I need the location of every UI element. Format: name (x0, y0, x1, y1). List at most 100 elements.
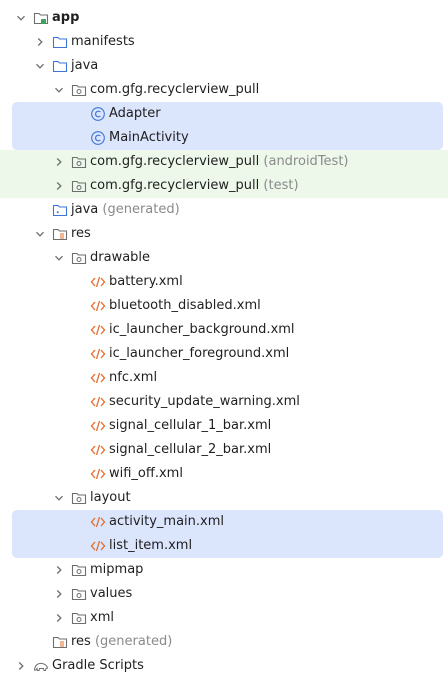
tree-label-suffix: (test) (263, 178, 299, 193)
package-icon (71, 154, 87, 170)
tree-label: activity_main.xml (109, 514, 225, 529)
tree-label: layout (90, 490, 131, 505)
generated-folder-icon (52, 202, 68, 218)
chevron-down-icon[interactable] (33, 59, 47, 73)
tree-node-layout[interactable]: layout (0, 486, 448, 510)
chevron-down-icon[interactable] (52, 491, 66, 505)
gradle-elephant-icon (33, 658, 49, 674)
package-icon (71, 250, 87, 266)
module-folder-icon (33, 10, 49, 26)
tree-label: ic_launcher_background.xml (109, 322, 295, 337)
tree-node-file[interactable]: nfc.xml (0, 366, 448, 390)
package-icon (71, 586, 87, 602)
tree-label: app (52, 10, 80, 25)
xml-file-icon (90, 442, 106, 458)
xml-file-icon (90, 274, 106, 290)
tree-label: xml (90, 610, 114, 625)
tree-node-manifests[interactable]: manifests (0, 30, 448, 54)
xml-file-icon (90, 394, 106, 410)
tree-node-java[interactable]: java (0, 54, 448, 78)
tree-label-group: com.gfg.recyclerview_pull (test) (90, 178, 299, 194)
tree-label: signal_cellular_2_bar.xml (109, 442, 272, 457)
tree-node-mipmap[interactable]: mipmap (0, 558, 448, 582)
tree-node-file[interactable]: ic_launcher_background.xml (0, 318, 448, 342)
tree-node-package-test[interactable]: com.gfg.recyclerview_pull (test) (0, 174, 448, 198)
tree-node-file[interactable]: ic_launcher_foreground.xml (0, 342, 448, 366)
tree-label-suffix: (androidTest) (263, 154, 349, 169)
tree-node-main-activity[interactable]: MainActivity (12, 126, 443, 150)
resource-folder-icon (52, 634, 68, 650)
project-tree: app manifests java com.gfg.recyclerview_… (0, 6, 448, 678)
tree-label: nfc.xml (109, 370, 158, 385)
xml-file-icon (90, 514, 106, 530)
tree-node-file[interactable]: wifi_off.xml (0, 462, 448, 486)
tree-label: signal_cellular_1_bar.xml (109, 418, 272, 433)
tree-label: Gradle Scripts (52, 658, 144, 673)
chevron-down-icon[interactable] (52, 83, 66, 97)
chevron-right-icon[interactable] (52, 587, 66, 601)
tree-node-package-android-test[interactable]: com.gfg.recyclerview_pull (androidTest) (0, 150, 448, 174)
tree-label: wifi_off.xml (109, 466, 183, 481)
tree-label: java (71, 202, 99, 217)
tree-node-app[interactable]: app (0, 6, 448, 30)
class-icon (90, 106, 106, 122)
class-icon (90, 130, 106, 146)
tree-label-suffix: (generated) (102, 202, 180, 217)
tree-label: com.gfg.recyclerview_pull (90, 154, 260, 169)
tree-node-file[interactable]: list_item.xml (12, 534, 443, 558)
chevron-down-icon[interactable] (33, 227, 47, 241)
chevron-right-icon[interactable] (33, 35, 47, 49)
tree-label: java (71, 58, 99, 73)
tree-label: manifests (71, 34, 135, 49)
tree-label: com.gfg.recyclerview_pull (90, 82, 260, 97)
tree-label: list_item.xml (109, 538, 193, 553)
tree-label: security_update_warning.xml (109, 394, 300, 409)
chevron-right-icon[interactable] (52, 155, 66, 169)
tree-label: res (71, 634, 91, 649)
tree-label: com.gfg.recyclerview_pull (90, 178, 260, 193)
tree-node-file[interactable]: security_update_warning.xml (0, 390, 448, 414)
chevron-down-icon[interactable] (14, 11, 28, 25)
xml-file-icon (90, 370, 106, 386)
package-icon (71, 82, 87, 98)
tree-node-drawable[interactable]: drawable (0, 246, 448, 270)
xml-file-icon (90, 466, 106, 482)
tree-node-file[interactable]: signal_cellular_1_bar.xml (0, 414, 448, 438)
tree-node-gradle-scripts[interactable]: Gradle Scripts (0, 654, 448, 678)
tree-label: Adapter (109, 106, 161, 121)
chevron-right-icon[interactable] (52, 563, 66, 577)
chevron-right-icon[interactable] (52, 179, 66, 193)
folder-icon (52, 34, 68, 50)
tree-node-adapter[interactable]: Adapter (12, 102, 443, 126)
xml-file-icon (90, 322, 106, 338)
tree-label-group: res (generated) (71, 634, 172, 650)
tree-node-file[interactable]: bluetooth_disabled.xml (0, 294, 448, 318)
tree-node-res-generated[interactable]: res (generated) (0, 630, 448, 654)
package-icon (71, 562, 87, 578)
tree-node-package-main[interactable]: com.gfg.recyclerview_pull (0, 78, 448, 102)
tree-node-java-generated[interactable]: java (generated) (0, 198, 448, 222)
tree-label: res (71, 226, 91, 241)
tree-node-xml[interactable]: xml (0, 606, 448, 630)
source-folder-icon (52, 58, 68, 74)
tree-node-file[interactable]: battery.xml (0, 270, 448, 294)
package-icon (71, 490, 87, 506)
tree-label-group: java (generated) (71, 202, 180, 218)
resource-folder-icon (52, 226, 68, 242)
xml-file-icon (90, 298, 106, 314)
tree-node-values[interactable]: values (0, 582, 448, 606)
tree-label: values (90, 586, 133, 601)
chevron-right-icon[interactable] (52, 611, 66, 625)
package-icon (71, 610, 87, 626)
tree-label-suffix: (generated) (94, 634, 173, 649)
chevron-right-icon[interactable] (14, 659, 28, 673)
tree-node-file[interactable]: activity_main.xml (12, 510, 443, 534)
tree-label: MainActivity (109, 130, 189, 145)
tree-label: battery.xml (109, 274, 183, 289)
package-icon (71, 178, 87, 194)
tree-node-file[interactable]: signal_cellular_2_bar.xml (0, 438, 448, 462)
tree-label: bluetooth_disabled.xml (109, 298, 261, 313)
tree-node-res[interactable]: res (0, 222, 448, 246)
chevron-down-icon[interactable] (52, 251, 66, 265)
tree-label: mipmap (90, 562, 144, 577)
